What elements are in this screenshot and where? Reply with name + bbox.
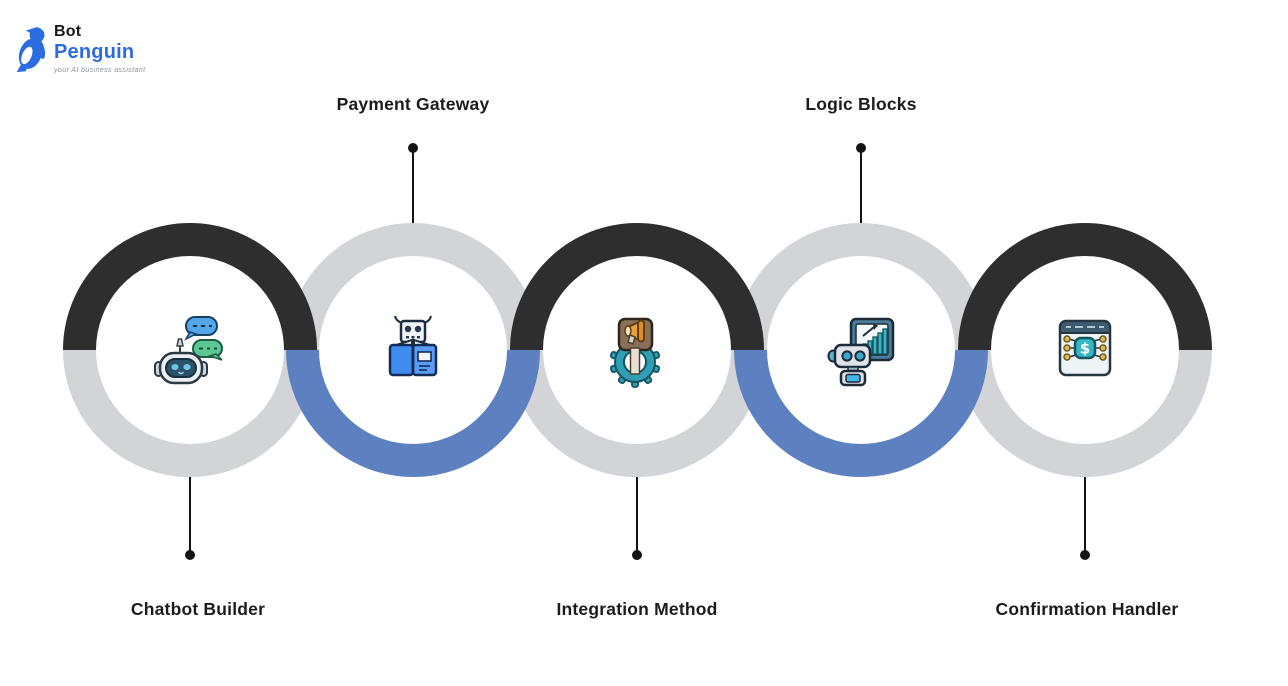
dollar-sign-glyph: $	[1080, 340, 1090, 358]
connector-dot-chatbot-builder	[185, 550, 195, 560]
robot-reading-book-icon	[388, 315, 438, 377]
logo-text-penguin: Penguin	[54, 41, 135, 63]
connector-line-confirmation-handler	[1084, 472, 1086, 551]
connector-line-integration-method	[636, 472, 638, 551]
label-integration-method: Integration Method	[556, 599, 718, 619]
connector-line-payment-gateway	[412, 152, 414, 230]
penguin-icon	[16, 26, 46, 73]
ring-bottom-half	[286, 350, 540, 477]
label-logic-blocks: Logic Blocks	[805, 94, 917, 114]
connector-dot-integration-method	[632, 550, 642, 560]
ring-payment-gateway	[286, 223, 540, 477]
robot-chart-screen-icon	[827, 317, 895, 387]
connector-dot-logic-blocks	[856, 143, 866, 153]
ring-top-half	[63, 223, 317, 350]
logo-tagline: your AI business assistant	[54, 67, 146, 74]
connector-line-chatbot-builder	[189, 472, 191, 551]
ring-top-half	[510, 223, 764, 350]
connector-line-logic-blocks	[860, 152, 862, 230]
ring-confirmation-handler	[958, 223, 1212, 477]
label-chatbot-builder: Chatbot Builder	[130, 599, 266, 619]
label-confirmation-handler: Confirmation Handler	[995, 599, 1179, 619]
connector-dot-confirmation-handler	[1080, 550, 1090, 560]
gear-megaphone-icon	[609, 317, 661, 388]
ring-chatbot-builder	[63, 223, 317, 477]
label-payment-gateway: Payment Gateway	[336, 94, 490, 114]
ring-top-half	[734, 223, 988, 350]
chatbot-robot-speech-bubbles-icon	[154, 316, 223, 385]
logo-text-bot: Bot	[54, 23, 82, 40]
botpenguin-logo: Bot Penguin your AI business assistant	[13, 24, 145, 74]
payment-window-chip-icon: $	[1058, 319, 1112, 377]
ring-logic-blocks	[734, 223, 988, 477]
ring-bottom-half	[734, 350, 988, 477]
ring-top-half	[958, 223, 1212, 350]
connector-dot-payment-gateway	[408, 143, 418, 153]
